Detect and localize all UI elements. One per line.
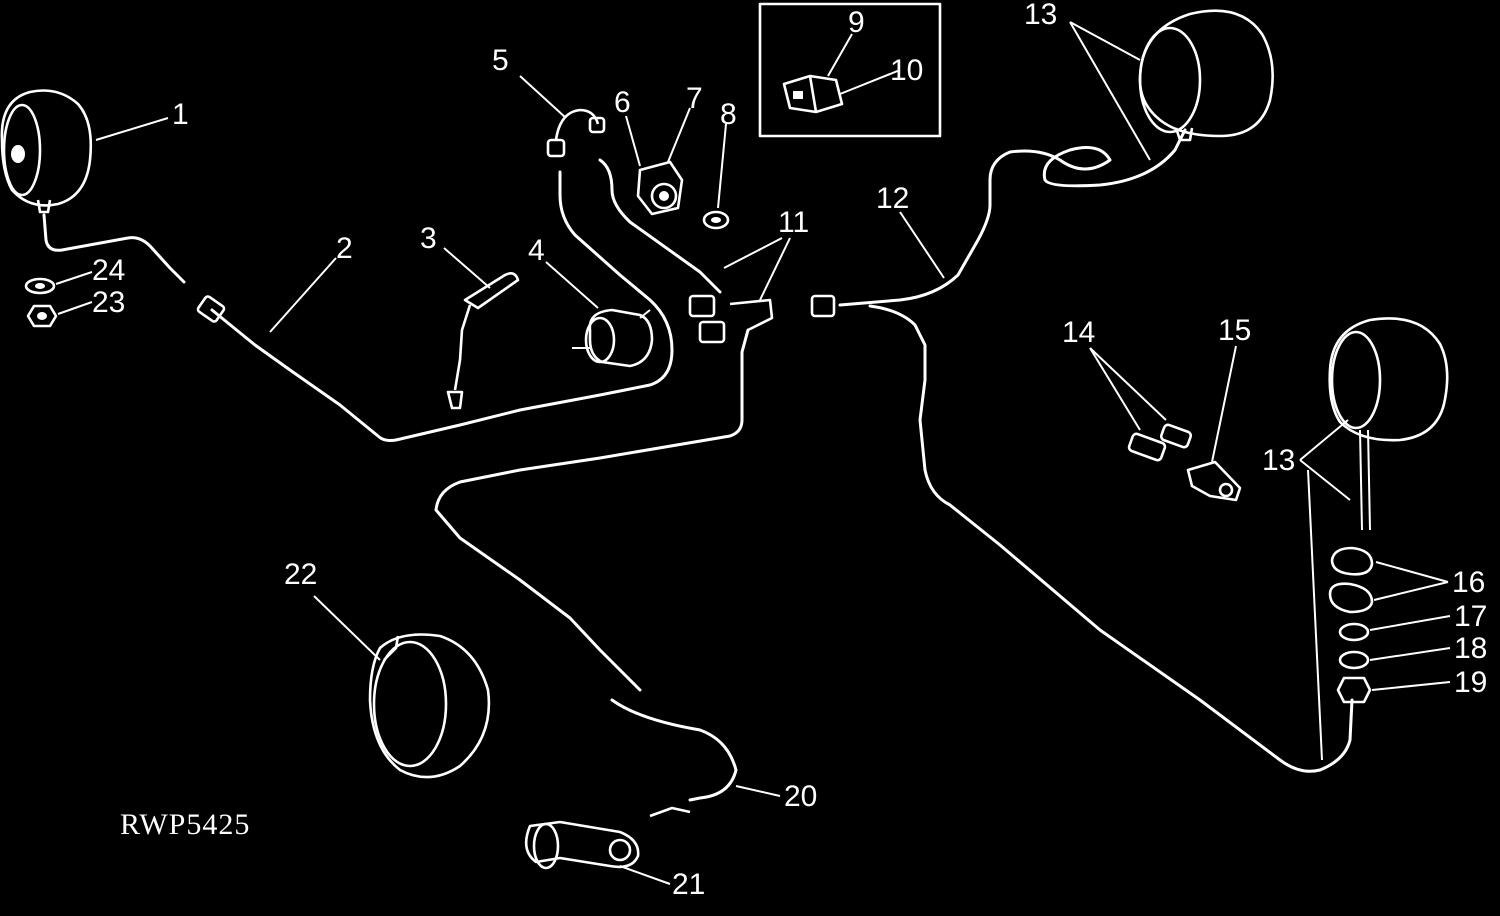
bolts-14 [1127,423,1193,462]
callout-9: 9 [848,6,865,39]
callout-1: 1 [172,98,189,131]
callout-22: 22 [284,558,317,591]
main-trunk [434,328,750,692]
switch-7 [636,160,684,216]
washer-17 [1338,622,1370,642]
callout-21: 21 [672,868,705,901]
callout-19: 19 [1454,666,1487,699]
callout-14: 14 [1062,316,1095,349]
callout-16: 16 [1452,566,1485,599]
harness-2 [210,170,674,442]
callout-8: 8 [720,98,737,131]
callout-15: 15 [1218,314,1251,347]
callout-12: 12 [876,182,909,215]
callout-3: 3 [420,222,437,255]
callout-4: 4 [528,234,545,267]
bracket-15 [1186,460,1242,502]
callout-2: 2 [336,232,353,265]
callout-13-bottom: 13 [1262,444,1295,477]
connector-11 [688,294,836,344]
callout-13-top: 13 [1024,0,1057,31]
callout-17: 17 [1454,600,1487,633]
grommet-16b [1328,582,1374,614]
switch-lead [598,158,722,294]
connector-2 [196,295,226,323]
socket-3 [446,272,520,410]
lamp-22 [368,633,491,779]
lamp-1-lead [42,213,186,284]
harness-12 [838,128,1187,307]
callout-6: 6 [614,86,631,119]
callout-23: 23 [92,286,125,319]
wiring-harness [42,128,1354,802]
leader-lines [55,21,1451,885]
socket-21 [524,806,691,870]
callout-5: 5 [492,44,509,77]
nut-19 [1336,676,1372,704]
callout-18: 18 [1454,632,1487,665]
grommet-16a [1330,546,1374,576]
cable-5 [546,108,606,158]
washer-8 [702,210,730,230]
callout-20: 20 [784,780,817,813]
lamp-1 [0,89,93,214]
inset-box [758,2,942,138]
callout-10: 10 [890,54,923,87]
nut-23 [26,304,58,328]
washer-18 [1338,650,1370,670]
harness-20 [610,698,738,802]
flasher-4 [572,308,654,368]
callout-11: 11 [778,206,809,239]
lamp-13-bottom [1328,317,1449,531]
reference-code: RWP5425 [120,808,250,841]
callout-7: 7 [686,82,703,115]
callout-24: 24 [92,254,125,287]
harness-right-branch [868,304,1354,773]
callout-labels: 1 2 3 4 5 6 7 8 9 10 11 12 13 13 14 15 1… [92,0,1487,901]
washer-24 [24,277,56,295]
lamp-13-top [1138,9,1274,142]
